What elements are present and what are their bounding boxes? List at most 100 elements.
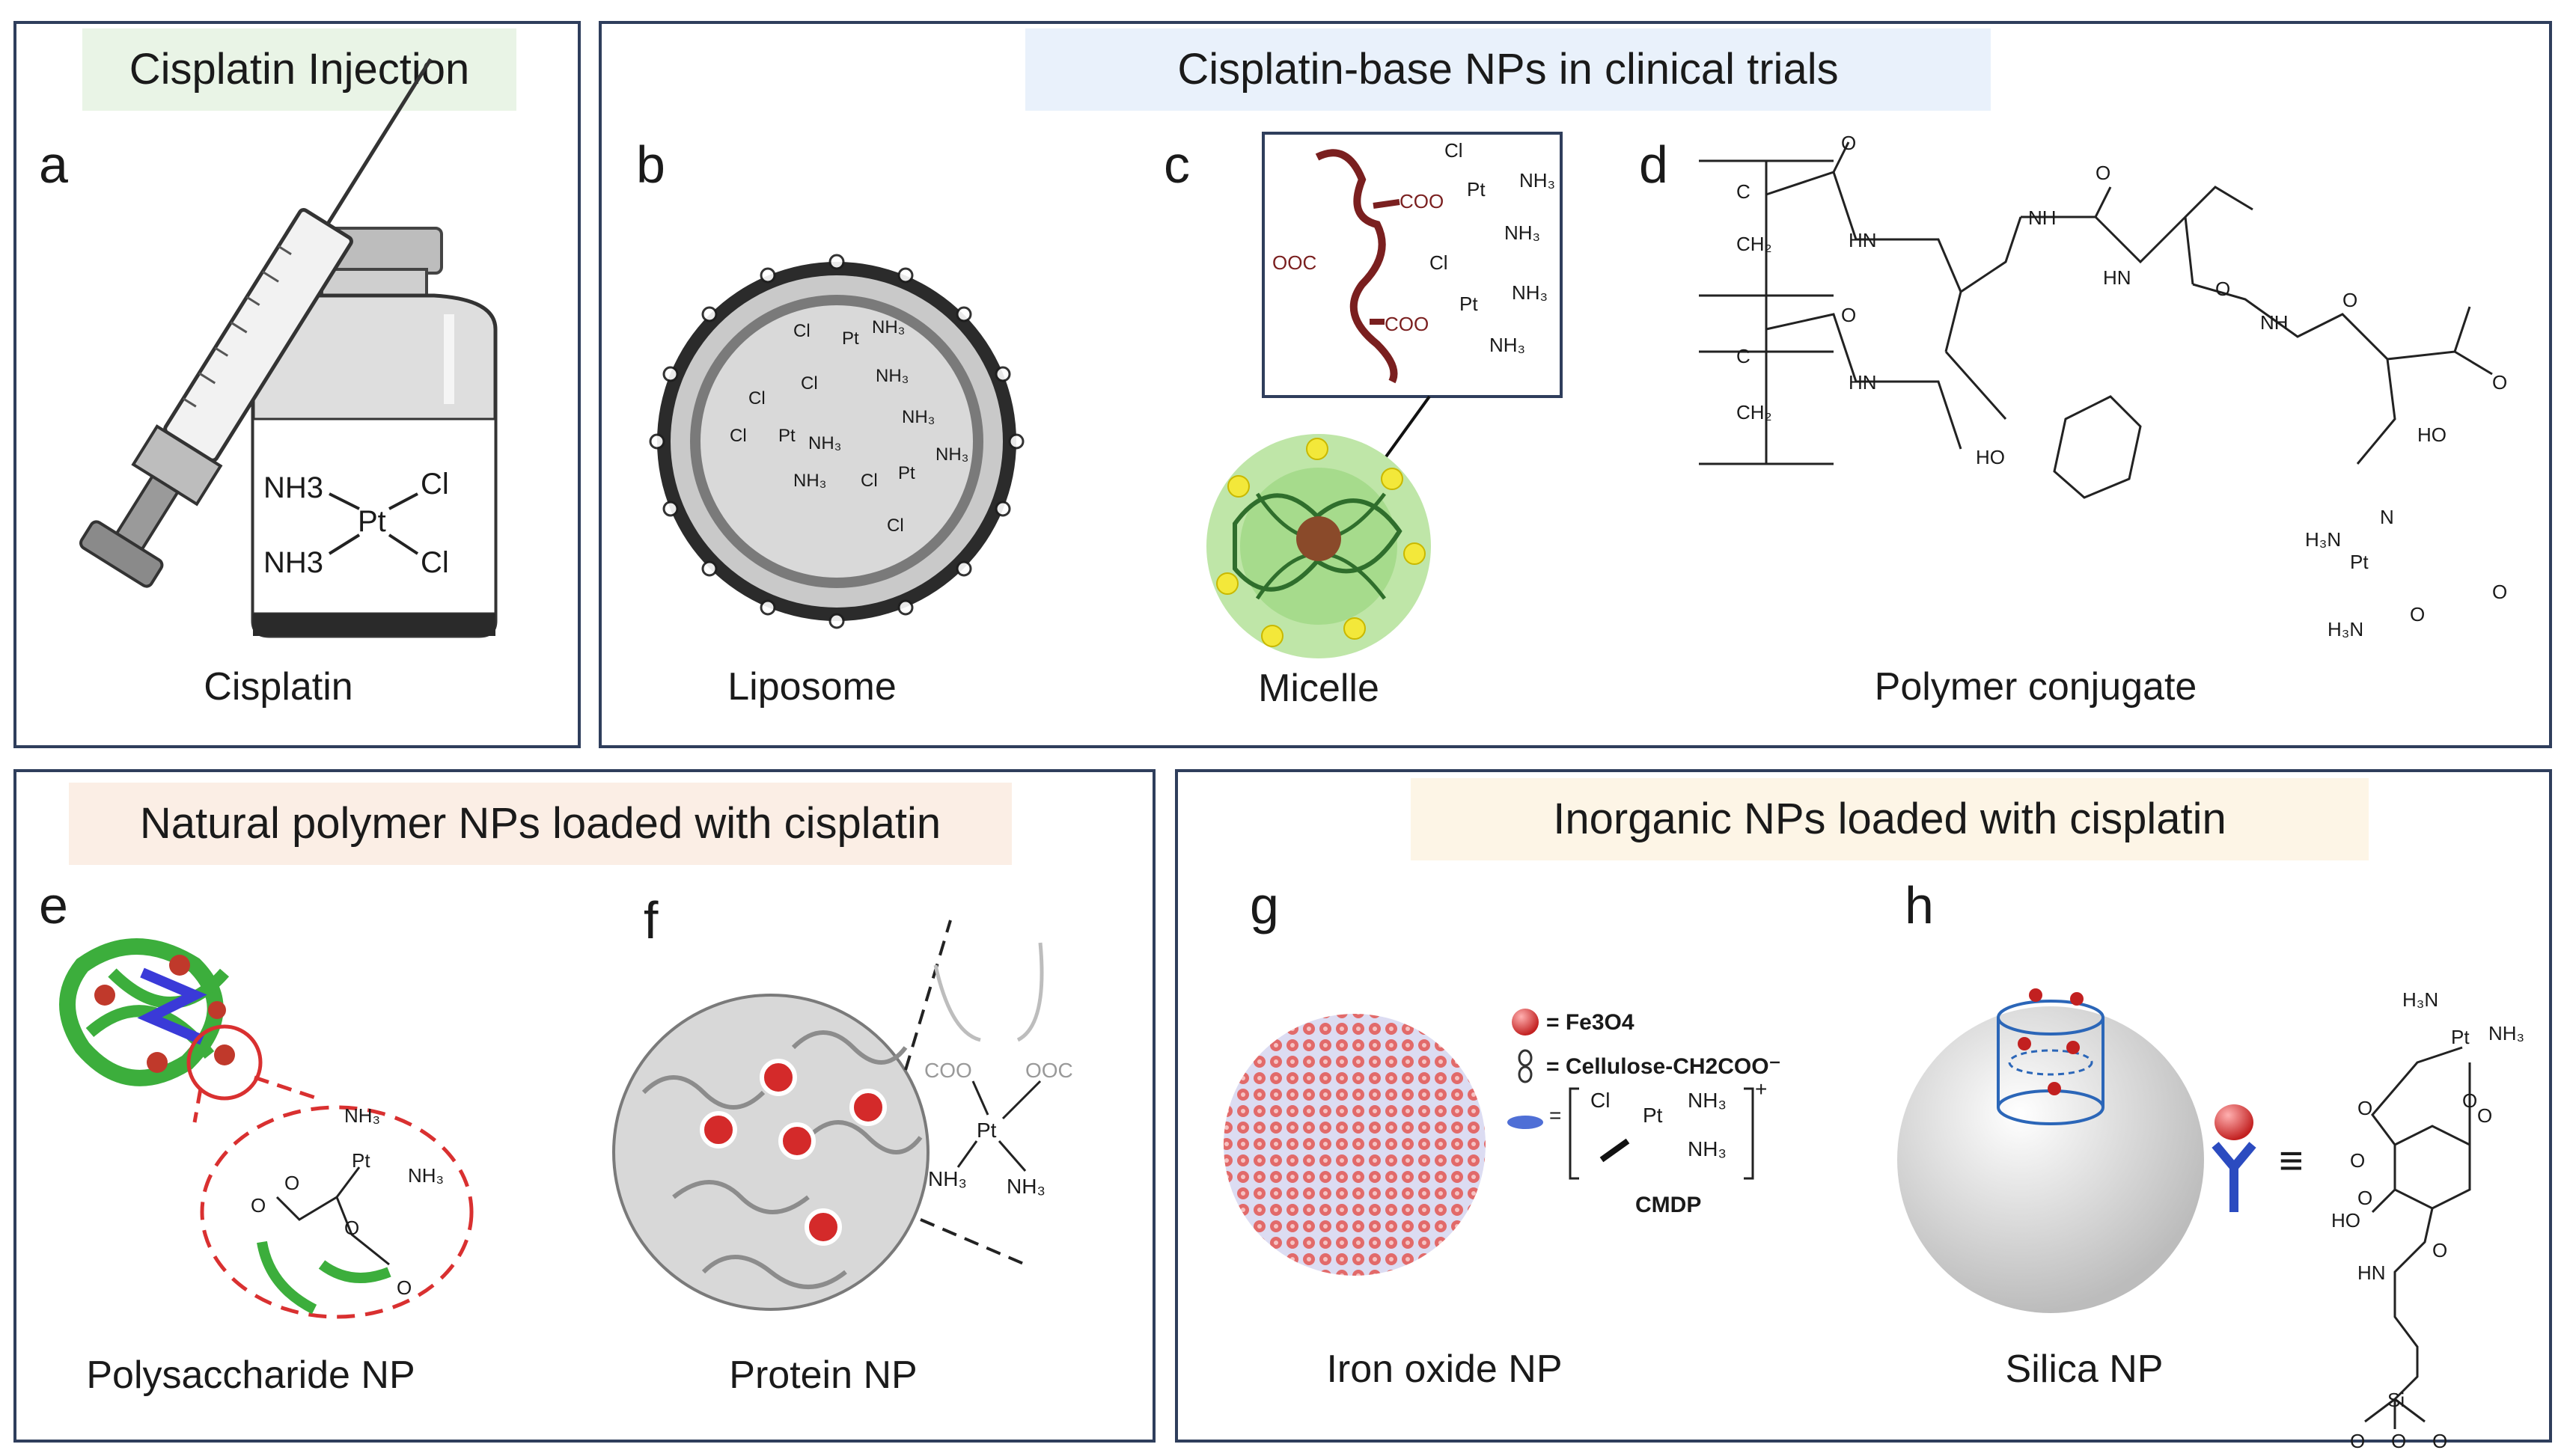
panel-title-clinical-trials: Cisplatin-base NPs in clinical trials <box>1025 28 1991 111</box>
svg-text:NH₃: NH₃ <box>1688 1089 1727 1112</box>
svg-text:O: O <box>2391 1430 2406 1452</box>
panel-inorganic <box>1175 769 2552 1443</box>
svg-text:O: O <box>397 1276 412 1299</box>
svg-text:Pt: Pt <box>1459 293 1478 315</box>
caption-liposome: Liposome <box>727 665 897 709</box>
svg-text:Pt: Pt <box>1643 1104 1663 1127</box>
svg-text:HN: HN <box>1849 229 1877 251</box>
svg-text:NH₃: NH₃ <box>928 1167 967 1190</box>
legend-cmdp: CMDP <box>1635 1193 1702 1217</box>
svg-text:NH: NH <box>2260 311 2289 334</box>
svg-text:Cl: Cl <box>801 373 818 394</box>
svg-text:≡: ≡ <box>2279 1137 2304 1184</box>
svg-text:O: O <box>2410 603 2425 625</box>
cmdp-legend-icon <box>1507 1116 1543 1129</box>
svg-text:O: O <box>2357 1187 2372 1209</box>
svg-text:OOC: OOC <box>1025 1059 1073 1082</box>
svg-text:NH₃: NH₃ <box>872 317 905 337</box>
svg-text:NH₃: NH₃ <box>2488 1022 2524 1044</box>
silica-np-icon <box>1897 1006 2204 1313</box>
svg-text:NH₃: NH₃ <box>1688 1137 1727 1160</box>
panel-title-inorganic: Inorganic NPs loaded with cisplatin <box>1411 778 2369 860</box>
svg-text:Pt: Pt <box>977 1119 997 1142</box>
svg-text:NH₃: NH₃ <box>1519 169 1555 192</box>
svg-text:O: O <box>1841 132 1856 154</box>
svg-text:O: O <box>2350 1149 2365 1172</box>
svg-text:+: + <box>1755 1077 1767 1101</box>
silica-linker-structure <box>2364 1046 2471 1429</box>
svg-text:NH₃: NH₃ <box>408 1164 444 1187</box>
legend-cellulose: = Cellulose-CH2COO⁻ <box>1546 1054 1781 1079</box>
svg-text:O: O <box>2096 162 2110 184</box>
syringe-icon <box>79 58 433 588</box>
vial-cl-top: Cl <box>421 468 449 501</box>
svg-text:Pt: Pt <box>898 463 915 483</box>
svg-text:HN: HN <box>2103 266 2131 289</box>
label-c: c <box>1164 135 1190 194</box>
svg-text:HN: HN <box>2357 1261 2386 1284</box>
svg-text:Pt: Pt <box>842 328 859 349</box>
cellulose-legend-icon <box>1518 1049 1533 1083</box>
mesopore-icon <box>1997 988 2104 1125</box>
svg-text:COO: COO <box>1400 190 1444 212</box>
cisplatin-structure <box>328 492 419 555</box>
label-b: b <box>636 135 665 194</box>
iron-oxide-np-icon <box>1224 1014 1486 1276</box>
svg-text:Cl: Cl <box>793 321 811 341</box>
svg-text:NH₃: NH₃ <box>1489 334 1525 356</box>
caption-cisplatin: Cisplatin <box>204 665 353 709</box>
vial-nh3-bottom: NH3 <box>263 546 324 579</box>
label-g: g <box>1250 876 1279 935</box>
caption-polymer-conjugate: Polymer conjugate <box>1874 665 2197 709</box>
svg-text:N: N <box>2380 506 2394 528</box>
svg-text:O: O <box>2215 278 2230 300</box>
svg-text:HN: HN <box>1849 371 1877 394</box>
svg-text:Cl: Cl <box>730 426 747 446</box>
svg-text:O: O <box>2492 581 2507 603</box>
svg-text:HO: HO <box>1976 446 2005 468</box>
svg-text:NH₃: NH₃ <box>876 366 909 386</box>
caption-silica-np: Silica NP <box>2005 1348 2164 1391</box>
svg-text:COO: COO <box>924 1059 972 1082</box>
svg-text:Pt: Pt <box>1467 178 1486 201</box>
svg-text:O: O <box>2462 1089 2477 1112</box>
svg-text:Cl: Cl <box>1590 1089 1610 1112</box>
panel-title-cisplatin-injection: Cisplatin Injection <box>82 28 516 111</box>
panel-title-natural-polymer: Natural polymer NPs loaded with cisplati… <box>69 783 1012 865</box>
svg-text:=: = <box>1549 1104 1561 1127</box>
svg-text:COO: COO <box>1385 313 1429 335</box>
label-d: d <box>1639 135 1668 194</box>
svg-text:O: O <box>2432 1239 2447 1261</box>
svg-text:NH₃: NH₃ <box>1007 1175 1046 1198</box>
svg-text:NH₃: NH₃ <box>1504 221 1540 244</box>
svg-text:O: O <box>284 1172 299 1194</box>
svg-text:NH₃: NH₃ <box>935 444 968 465</box>
svg-text:NH₃: NH₃ <box>902 407 935 427</box>
panel-clinical-trials <box>599 21 2552 748</box>
svg-text:Pt: Pt <box>2451 1026 2470 1048</box>
svg-text:O: O <box>251 1194 266 1217</box>
protein-np-icon <box>612 994 930 1311</box>
svg-text:C: C <box>1736 345 1750 367</box>
panel-cisplatin-injection <box>13 21 581 748</box>
label-e: e <box>39 876 68 935</box>
svg-text:O: O <box>2350 1430 2365 1452</box>
svg-text:O: O <box>2342 289 2357 311</box>
svg-text:NH₃: NH₃ <box>808 433 841 453</box>
legend-fe3o4: = Fe3O4 <box>1546 1010 1634 1035</box>
svg-text:Cl: Cl <box>887 516 904 536</box>
svg-text:O: O <box>2432 1430 2447 1452</box>
svg-text:Pt: Pt <box>352 1149 370 1172</box>
svg-text:O: O <box>1841 304 1856 326</box>
label-f: f <box>644 891 659 949</box>
svg-text:NH₃: NH₃ <box>793 471 826 491</box>
svg-text:Pt: Pt <box>2350 551 2369 573</box>
vial-icon <box>251 227 498 638</box>
caption-micelle: Micelle <box>1258 667 1379 710</box>
svg-text:O: O <box>2357 1097 2372 1119</box>
